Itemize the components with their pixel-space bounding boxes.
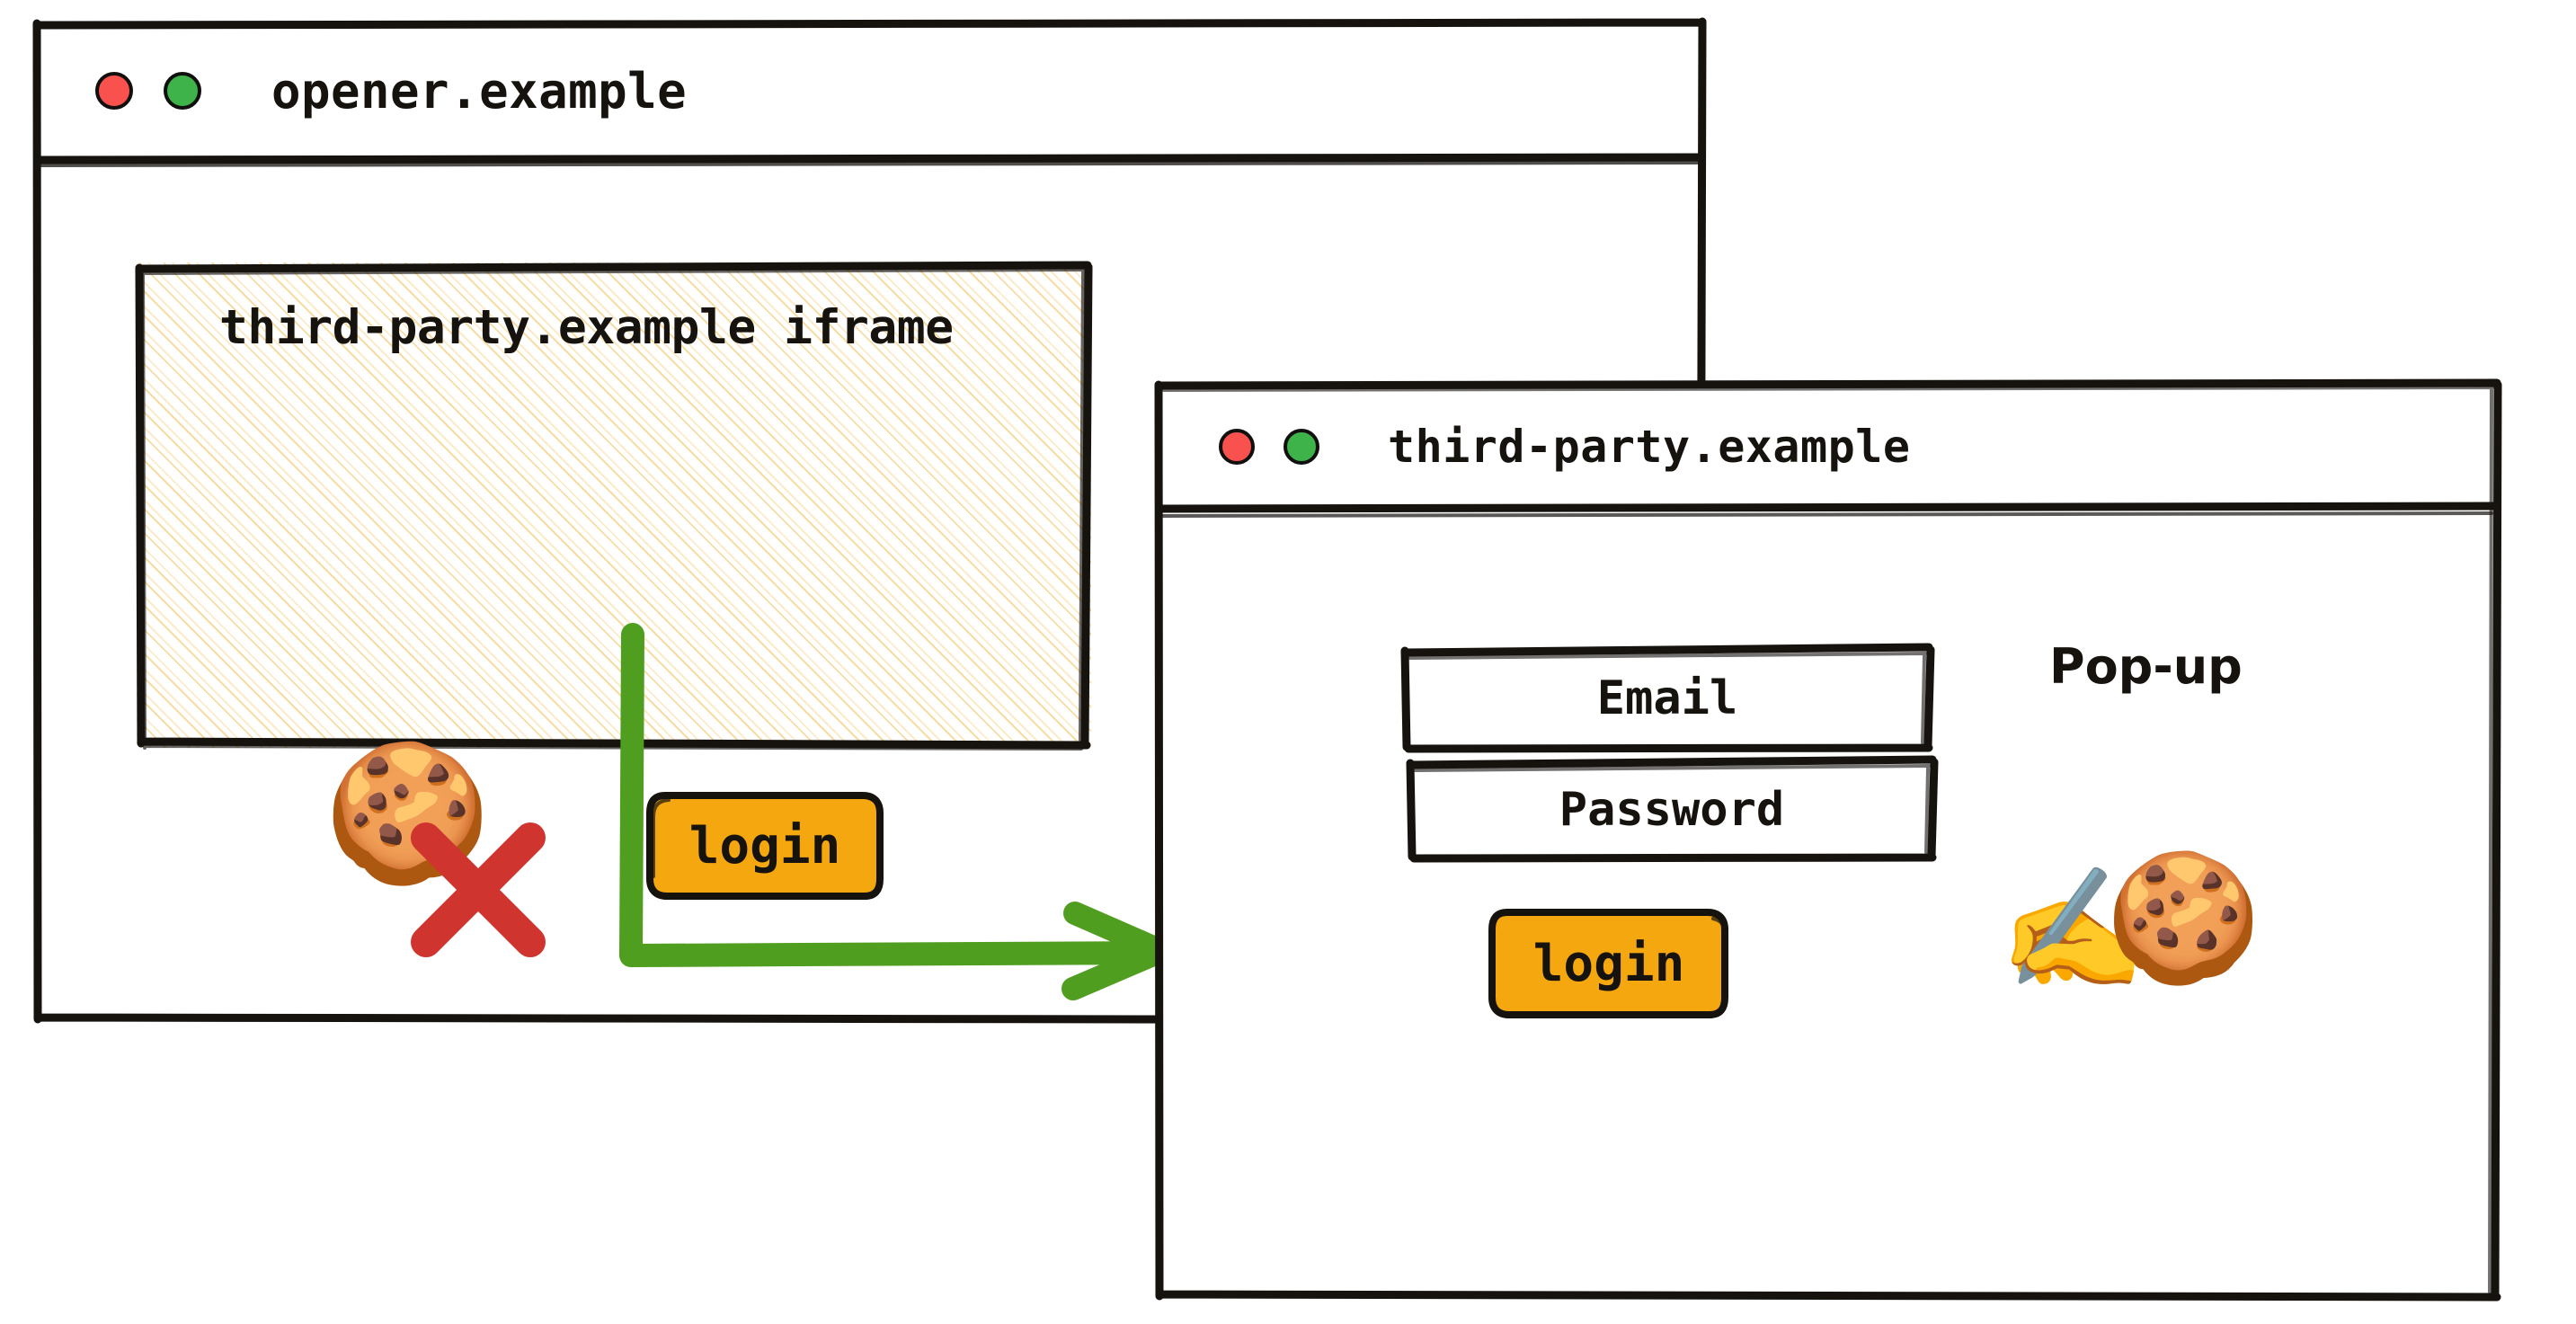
maximize-icon[interactable] <box>164 72 201 110</box>
opener-window-title: opener.example <box>271 62 688 120</box>
email-field-label: Email <box>1596 671 1738 725</box>
maximize-icon[interactable] <box>1284 429 1319 465</box>
popup-login-button[interactable]: login <box>1488 909 1728 1018</box>
popup-title-bar: third-party.example <box>1156 381 2563 512</box>
popup-login-button-label: login <box>1532 934 1685 993</box>
iframe-title-label: third-party.example iframe <box>219 300 954 355</box>
password-field[interactable]: Password <box>1406 755 1939 863</box>
close-icon[interactable] <box>1219 429 1255 465</box>
popup-browser-window: third-party.example Email Password <box>1154 378 2502 1302</box>
password-field-label: Password <box>1559 783 1785 837</box>
popup-content-area: Email Password login Pop-up ✍️ 🍪 <box>1156 512 2500 1300</box>
popup-annotation-label: Pop-up <box>2049 638 2243 695</box>
red-cross-icon <box>411 822 546 957</box>
iframe-login-button[interactable]: login <box>646 792 884 900</box>
email-field[interactable]: Email <box>1400 643 1935 753</box>
close-icon[interactable] <box>95 72 133 110</box>
writing-hand-icon: ✍️ <box>1999 860 2147 999</box>
third-party-iframe: third-party.example iframe 🍪 login <box>135 261 1093 957</box>
cookie-icon: 🍪 <box>2105 845 2262 991</box>
iframe-login-button-label: login <box>688 816 841 875</box>
popup-window-title: third-party.example <box>1388 421 1911 473</box>
opener-title-bar: opener.example <box>34 20 1765 162</box>
